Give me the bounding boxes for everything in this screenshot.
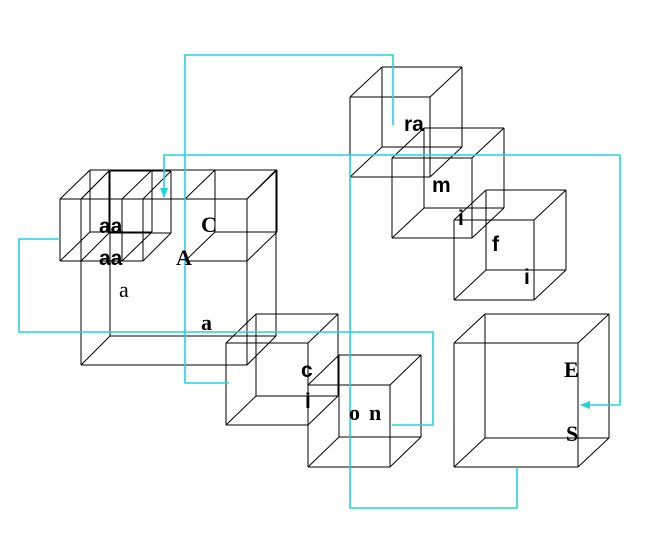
cube-edge xyxy=(307,313,339,344)
label-o: o xyxy=(349,400,360,425)
cube-edge xyxy=(429,66,463,98)
cube-group xyxy=(59,66,610,468)
cube-edge xyxy=(453,269,487,301)
label-aa-top: aa xyxy=(99,215,123,238)
cube-edge xyxy=(121,231,153,262)
cube-on xyxy=(307,354,422,468)
label-f: f xyxy=(492,233,500,256)
cube-edge xyxy=(533,269,567,301)
label-E: E xyxy=(564,357,579,382)
cube-edge xyxy=(471,127,505,159)
cube-edge xyxy=(246,231,278,262)
cube-aa-2 xyxy=(80,170,172,262)
connector-line-top-loop xyxy=(184,54,394,384)
cube-edge xyxy=(389,436,422,468)
cube-edge xyxy=(307,395,339,426)
label-C: C xyxy=(201,212,217,237)
cube-edge xyxy=(391,127,425,159)
cube-edge xyxy=(246,169,278,200)
cube-edge xyxy=(307,354,340,386)
label-S: S xyxy=(566,421,578,446)
cube-c xyxy=(225,313,339,426)
cube-edge xyxy=(225,313,257,344)
label-a-small: a xyxy=(119,277,129,302)
cube-edge xyxy=(349,146,383,178)
cube-edge xyxy=(453,437,486,468)
label-i-mid: i xyxy=(458,207,464,230)
cube-edge xyxy=(246,335,277,366)
connector-arrow-right-side xyxy=(350,154,621,409)
connector-group xyxy=(18,54,621,509)
cube-edge xyxy=(577,437,610,468)
label-A: A xyxy=(176,245,192,270)
connector-arrow-top-right xyxy=(160,154,350,198)
label-group: ra m i f i aa aa a C A a c i o n E S xyxy=(99,113,579,446)
cube-edge xyxy=(453,313,486,344)
label-aa-bottom: aa xyxy=(99,247,123,270)
connector-line-left-loop xyxy=(18,238,434,426)
cube-edge xyxy=(429,146,463,178)
label-ra: ra xyxy=(404,113,424,136)
cube-edge xyxy=(80,232,110,262)
cube-edge xyxy=(391,207,425,239)
cube-edge xyxy=(184,169,216,200)
cube-edge xyxy=(59,169,91,200)
cube-edge xyxy=(184,231,216,262)
cube-edge xyxy=(142,232,172,262)
cube-edge xyxy=(59,231,91,262)
cube-edge xyxy=(577,313,610,344)
cube-ra xyxy=(349,66,463,178)
cube-edge xyxy=(307,436,340,468)
label-a-bold: a xyxy=(201,310,212,335)
cube-edge xyxy=(80,335,111,366)
label-i-low: i xyxy=(524,266,530,289)
cube-C xyxy=(184,169,278,262)
label-n: n xyxy=(369,400,381,425)
cube-edge xyxy=(533,189,567,221)
cube-edge xyxy=(389,354,422,386)
cube-edge xyxy=(225,395,257,426)
cube-edge xyxy=(453,189,487,221)
cube-edge xyxy=(121,169,153,200)
cube-edge xyxy=(349,66,383,98)
cube-ES xyxy=(453,313,610,468)
cube-m xyxy=(391,127,505,239)
cube-edge xyxy=(471,207,505,239)
cube-edge xyxy=(142,170,172,200)
cube-f xyxy=(453,189,567,301)
cube-edge xyxy=(80,169,111,200)
label-m: m xyxy=(432,174,451,197)
label-c: c xyxy=(301,359,313,382)
label-i-left: i xyxy=(305,390,311,413)
